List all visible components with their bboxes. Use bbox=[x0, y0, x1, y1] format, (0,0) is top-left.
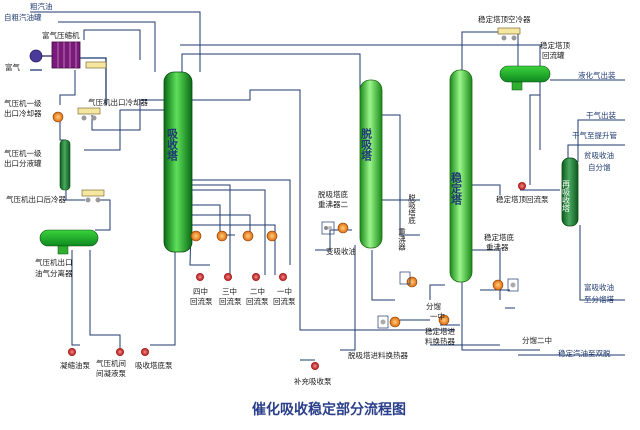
label-p2-2: 回流泵 bbox=[246, 296, 269, 306]
pump-compressor[interactable] bbox=[116, 348, 124, 356]
heat-exchanger-4[interactable] bbox=[242, 230, 254, 242]
absorber-column[interactable] bbox=[163, 71, 193, 253]
label-p1-2: 回流泵 bbox=[273, 296, 296, 306]
compressor-machine[interactable] bbox=[29, 41, 81, 69]
label-cut1: 分馏 bbox=[426, 301, 441, 311]
label-lean-abs1: 贫吸收油 bbox=[584, 150, 614, 160]
label-oilgas-sep1: 气压机出口 bbox=[35, 257, 73, 267]
label-feed-exchanger: 脱吸塔进料换热器 bbox=[348, 350, 408, 360]
label-comp-pump1: 气压机间 bbox=[96, 358, 126, 368]
label-desorber-reboiler1: 脱吸塔底 bbox=[318, 189, 348, 199]
reabsorber-column[interactable] bbox=[561, 157, 579, 227]
pump-makeup[interactable] bbox=[311, 362, 319, 370]
label-from-crude-tank: 自粗汽油罐 bbox=[4, 12, 42, 22]
heat-exchanger-3[interactable] bbox=[216, 230, 228, 242]
label-stab-reboiler2: 重沸器 bbox=[486, 242, 509, 252]
heat-exchanger-2[interactable] bbox=[190, 230, 202, 242]
label-p3-1: 三中 bbox=[222, 286, 237, 296]
label-compressor: 富气压缩机 bbox=[42, 30, 80, 40]
pump-pa3[interactable] bbox=[224, 273, 232, 281]
label-lpg-out: 液化气出装 bbox=[578, 70, 616, 80]
label-desorber: 脱吸塔 bbox=[360, 127, 373, 162]
oil-gas-separator[interactable] bbox=[39, 229, 99, 255]
stabilizer-reflux-drum[interactable] bbox=[499, 65, 551, 91]
label-aftercooler: 气压机出口后冷器 bbox=[6, 194, 66, 204]
label-cut2: 分馏二中 bbox=[522, 335, 552, 345]
stabilizer-column[interactable] bbox=[449, 69, 473, 283]
label-outlet-cooler: 气压机出口冷却器 bbox=[88, 97, 148, 107]
label-stab-reflux-tank1: 稳定塔顶 bbox=[540, 40, 570, 50]
label-stable-gasoline: 稳定汽油至双脱 bbox=[558, 348, 611, 358]
label-stabilizer: 稳定塔 bbox=[450, 171, 463, 206]
reboiler-icon-2 bbox=[399, 271, 411, 285]
pump-condensate[interactable] bbox=[68, 348, 76, 356]
piping bbox=[30, 11, 625, 361]
label-dry-gas-out: 干气出装 bbox=[586, 110, 616, 120]
reboiler-icon-1 bbox=[321, 221, 335, 235]
heat-exchanger-8[interactable] bbox=[389, 316, 401, 328]
label-absorber: 吸收塔 bbox=[166, 128, 179, 162]
label-dry-gas-riser: 干气至提升管 bbox=[572, 130, 617, 140]
compressor-separator[interactable] bbox=[59, 139, 71, 191]
label-stab-reboiler1: 稳定塔底 bbox=[484, 232, 514, 242]
air-cooler-2[interactable] bbox=[81, 189, 105, 203]
label-cut1b: 一中 bbox=[430, 311, 445, 321]
air-cooler-4[interactable] bbox=[85, 61, 107, 69]
air-cooler-3[interactable] bbox=[497, 27, 521, 41]
label-cooler1: 气压机一级 bbox=[4, 98, 42, 108]
label-rich-abs2: 至分馏塔 bbox=[584, 294, 614, 304]
label-abs-bottom-pump: 吸收塔底泵 bbox=[135, 360, 173, 370]
label-desorber-reboiler3: 脱吸塔底 bbox=[407, 193, 416, 226]
label-sulfurless-oil: 变吸收油 bbox=[326, 246, 356, 256]
label-desorber-reboiler3b: 重沸器 bbox=[397, 228, 406, 252]
heat-exchanger-9[interactable] bbox=[438, 314, 450, 326]
label-separator1: 气压机一级 bbox=[4, 148, 42, 158]
label-p4-2: 回流泵 bbox=[190, 296, 213, 306]
label-p2-1: 二中 bbox=[250, 286, 265, 296]
label-crude-gasoline: 粗汽油 bbox=[30, 1, 53, 11]
label-lean-abs2: 自分馏 bbox=[588, 162, 611, 172]
label-stab-feed1: 稳定塔进 bbox=[425, 326, 455, 336]
label-p3-2: 回流泵 bbox=[219, 296, 242, 306]
desorber-column[interactable] bbox=[359, 79, 383, 249]
label-oilgas-sep2: 油气分离器 bbox=[35, 268, 73, 278]
labels: 粗汽油 自粗汽油罐 富气 富气压缩机 气压机一级 出口冷却器 气压机出口冷却器 … bbox=[4, 1, 617, 386]
label-rich-gas: 富气 bbox=[5, 62, 20, 72]
pump-pa1[interactable] bbox=[279, 273, 287, 281]
heat-exchanger-7[interactable] bbox=[406, 276, 418, 288]
label-p1-1: 一中 bbox=[277, 286, 292, 296]
label-stab-feed2: 料换热器 bbox=[425, 336, 455, 346]
label-rich-abs1: 富吸收油 bbox=[584, 282, 614, 292]
heat-exchanger-6[interactable] bbox=[337, 222, 349, 234]
label-stab-reflux-pump: 稳定塔顶回流泵 bbox=[496, 194, 549, 204]
label-stab-reflux-tank2: 回流罐 bbox=[542, 50, 565, 60]
reboiler-icon-4 bbox=[507, 278, 519, 292]
label-condensate-pump: 凝缩油泵 bbox=[60, 360, 90, 370]
pump-pa4[interactable] bbox=[196, 273, 204, 281]
label-desorber-reboiler2: 重沸器二 bbox=[318, 199, 348, 209]
pump-pa2[interactable] bbox=[252, 273, 260, 281]
label-cooler1b: 出口冷却器 bbox=[4, 108, 42, 118]
pump-stab-reflux[interactable] bbox=[518, 182, 526, 190]
label-separator1b: 出口分液罐 bbox=[4, 158, 42, 168]
label-comp-pump2: 间凝液泵 bbox=[96, 368, 126, 378]
reboiler-icon-3 bbox=[377, 315, 389, 329]
heat-exchanger-5[interactable] bbox=[266, 230, 278, 242]
air-cooler-1[interactable] bbox=[77, 107, 101, 121]
heat-exchanger-1[interactable] bbox=[52, 111, 64, 123]
label-stab-top-cooler: 稳定塔顶空冷器 bbox=[478, 14, 531, 24]
label-p4-1: 四中 bbox=[193, 286, 208, 296]
diagram-title: 催化吸收稳定部分流程图 bbox=[252, 401, 406, 418]
label-makeup-pump: 补充吸收泵 bbox=[294, 376, 332, 386]
heat-exchanger-10[interactable] bbox=[492, 279, 504, 291]
pump-absorber-bottom[interactable] bbox=[141, 348, 149, 356]
label-reabsorber: 再吸收塔 bbox=[562, 180, 571, 213]
